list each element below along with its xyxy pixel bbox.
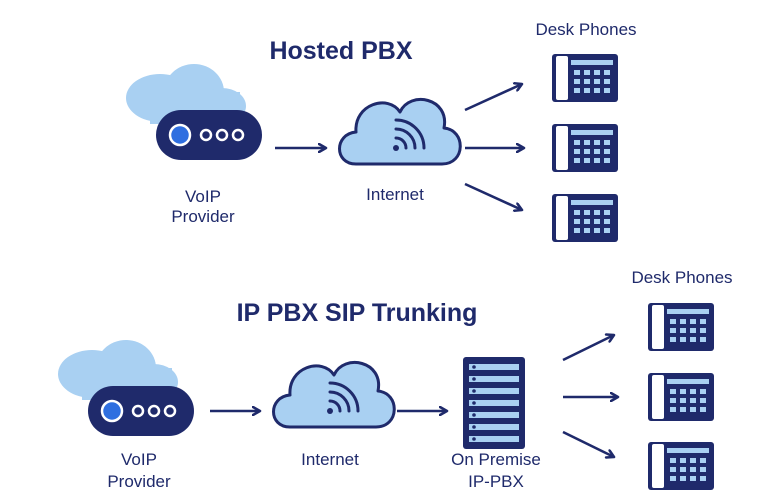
desk-phone-icon — [552, 194, 618, 242]
arrow-icon — [562, 430, 614, 457]
pbx-label-line1: On Premise — [451, 450, 541, 469]
section-title: Hosted PBX — [269, 37, 412, 65]
server-rack-icon — [463, 357, 525, 449]
provider-label-line1: VoIP — [185, 187, 221, 206]
arrow-icon — [464, 84, 522, 112]
desk-phones-label: Desk Phones — [535, 20, 636, 39]
internet-label: Internet — [366, 185, 424, 204]
internet-cloud-icon — [272, 360, 396, 429]
internet-cloud-icon — [338, 97, 462, 166]
section-title: IP PBX SIP Trunking — [237, 299, 478, 327]
cloud-server-icon — [56, 338, 196, 438]
cloud-server-icon — [124, 62, 264, 162]
internet-label: Internet — [301, 450, 359, 469]
desk-phone-icon — [552, 124, 618, 172]
desk-phone-icon — [552, 54, 618, 102]
arrow-icon — [464, 182, 522, 210]
pbx-label-line2: IP-PBX — [468, 472, 524, 491]
arrow-icon — [562, 335, 614, 362]
provider-label-line2: Provider — [107, 472, 171, 491]
desk-phone-icon — [648, 442, 714, 490]
section-hosted-pbx: Hosted PBX VoIP Provider Internet Desk P… — [124, 20, 637, 242]
desk-phones-label: Desk Phones — [631, 268, 732, 287]
desk-phone-icon — [648, 373, 714, 421]
provider-label-line1: VoIP — [121, 450, 157, 469]
section-ip-pbx-sip-trunking: IP PBX SIP Trunking VoIP Provider Intern… — [56, 268, 733, 491]
desk-phone-icon — [648, 303, 714, 351]
provider-label-line2: Provider — [171, 207, 235, 226]
